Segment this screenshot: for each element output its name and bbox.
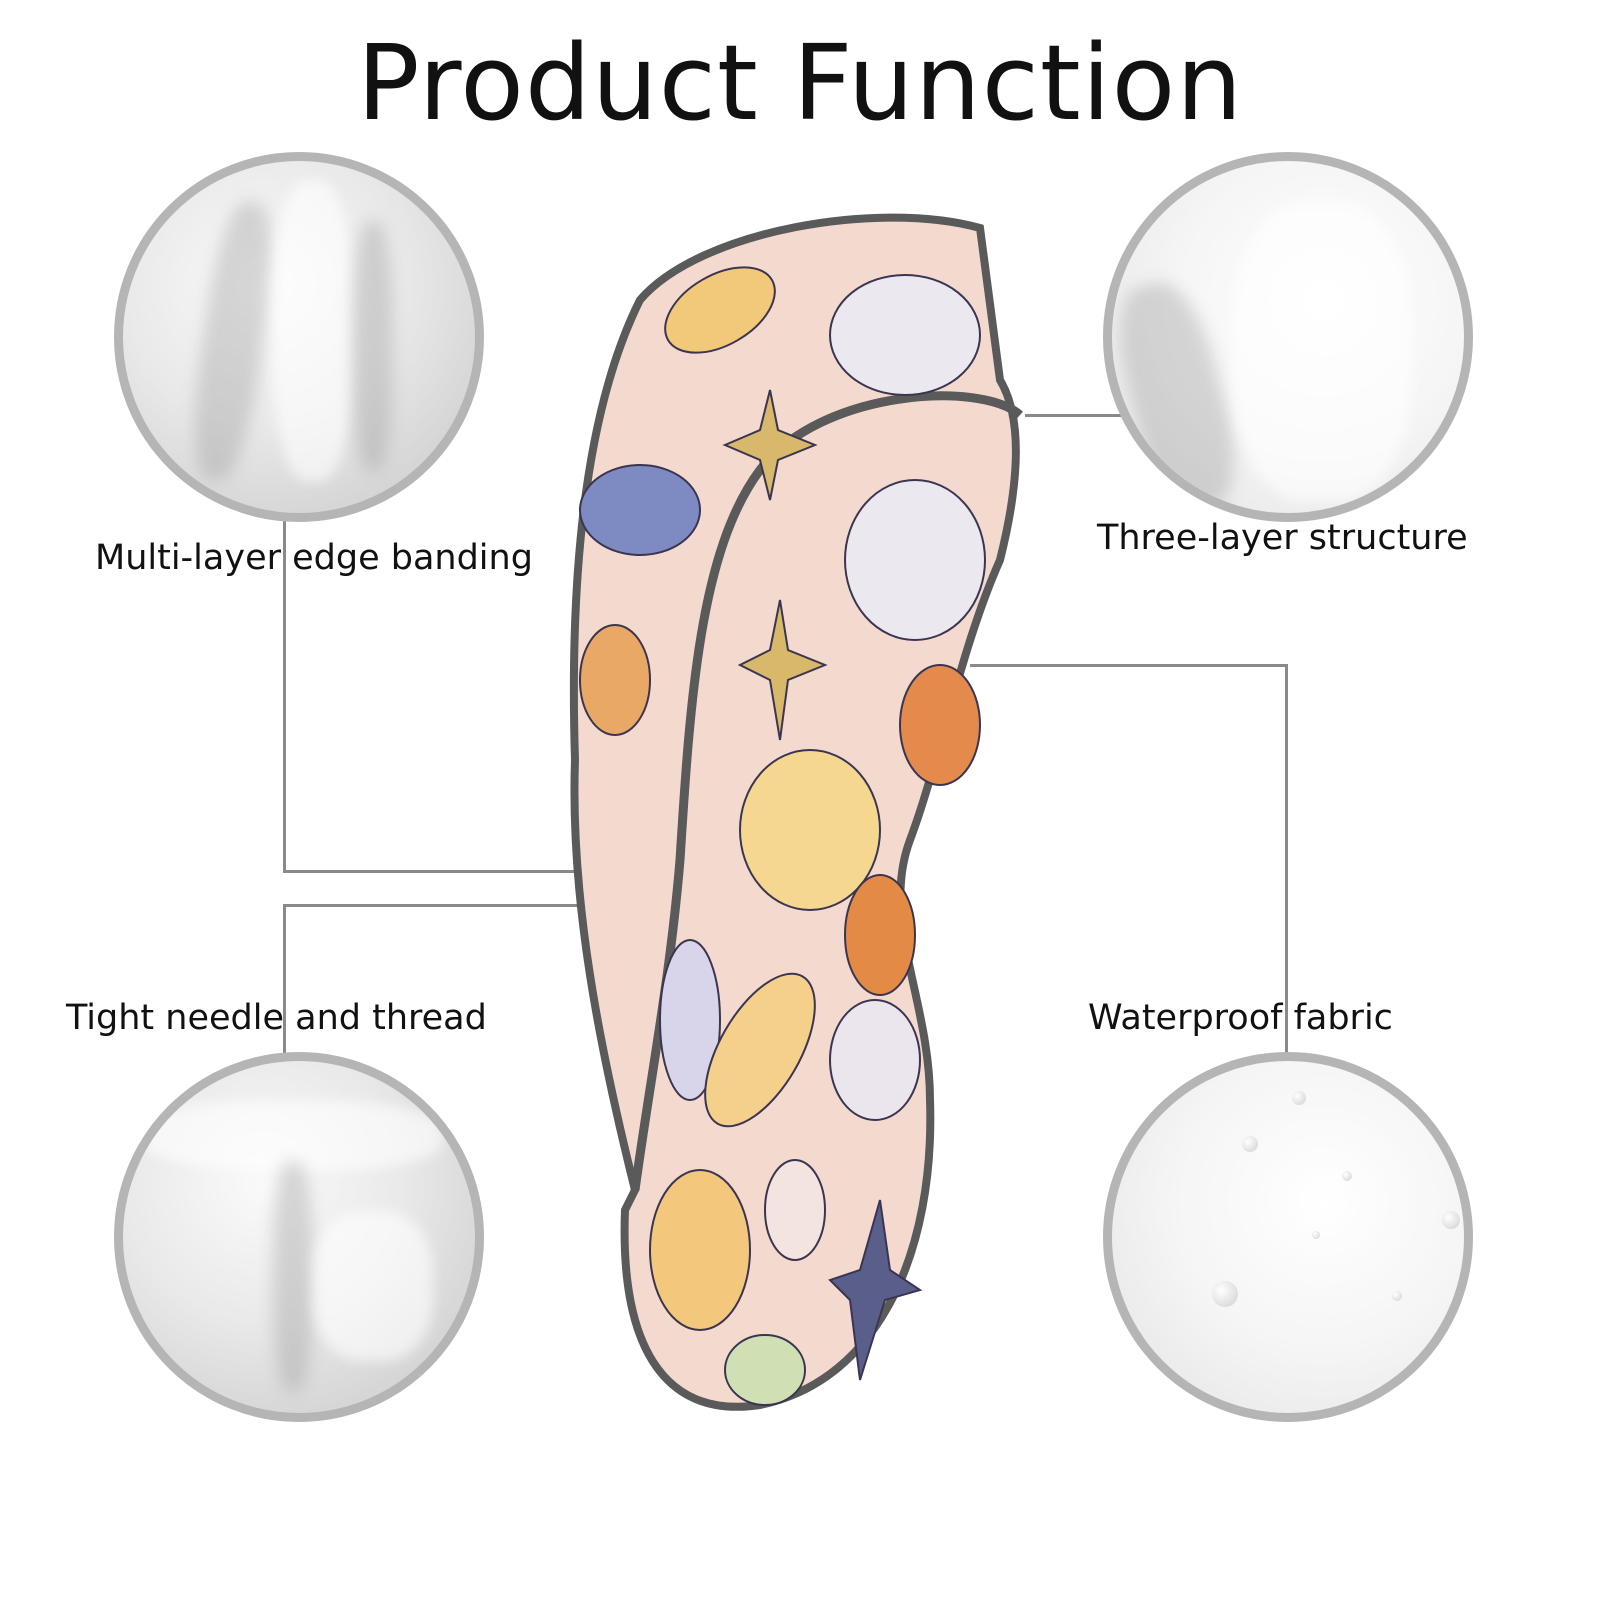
feature-image-edge-banding — [114, 152, 484, 522]
connector-line — [283, 512, 286, 872]
feature-label-waterproof: Waterproof fabric — [1088, 998, 1393, 1038]
connector-line — [1285, 664, 1288, 1054]
connector-line — [283, 904, 286, 1054]
feature-image-stitching — [114, 1052, 484, 1422]
feature-label-three-layer: Three-layer structure — [1097, 518, 1468, 558]
page-title: Product Function — [356, 22, 1244, 144]
feature-image-waterproof — [1103, 1052, 1473, 1422]
connector-line — [970, 664, 1288, 667]
feature-label-stitching: Tight needle and thread — [66, 998, 487, 1038]
feature-image-three-layer — [1103, 152, 1473, 522]
seashell-pattern — [579, 266, 986, 1406]
connector-line — [1025, 414, 1123, 417]
connector-line — [283, 904, 598, 907]
feature-label-edge-banding: Multi-layer edge banding — [95, 538, 533, 578]
connector-line — [283, 870, 593, 873]
